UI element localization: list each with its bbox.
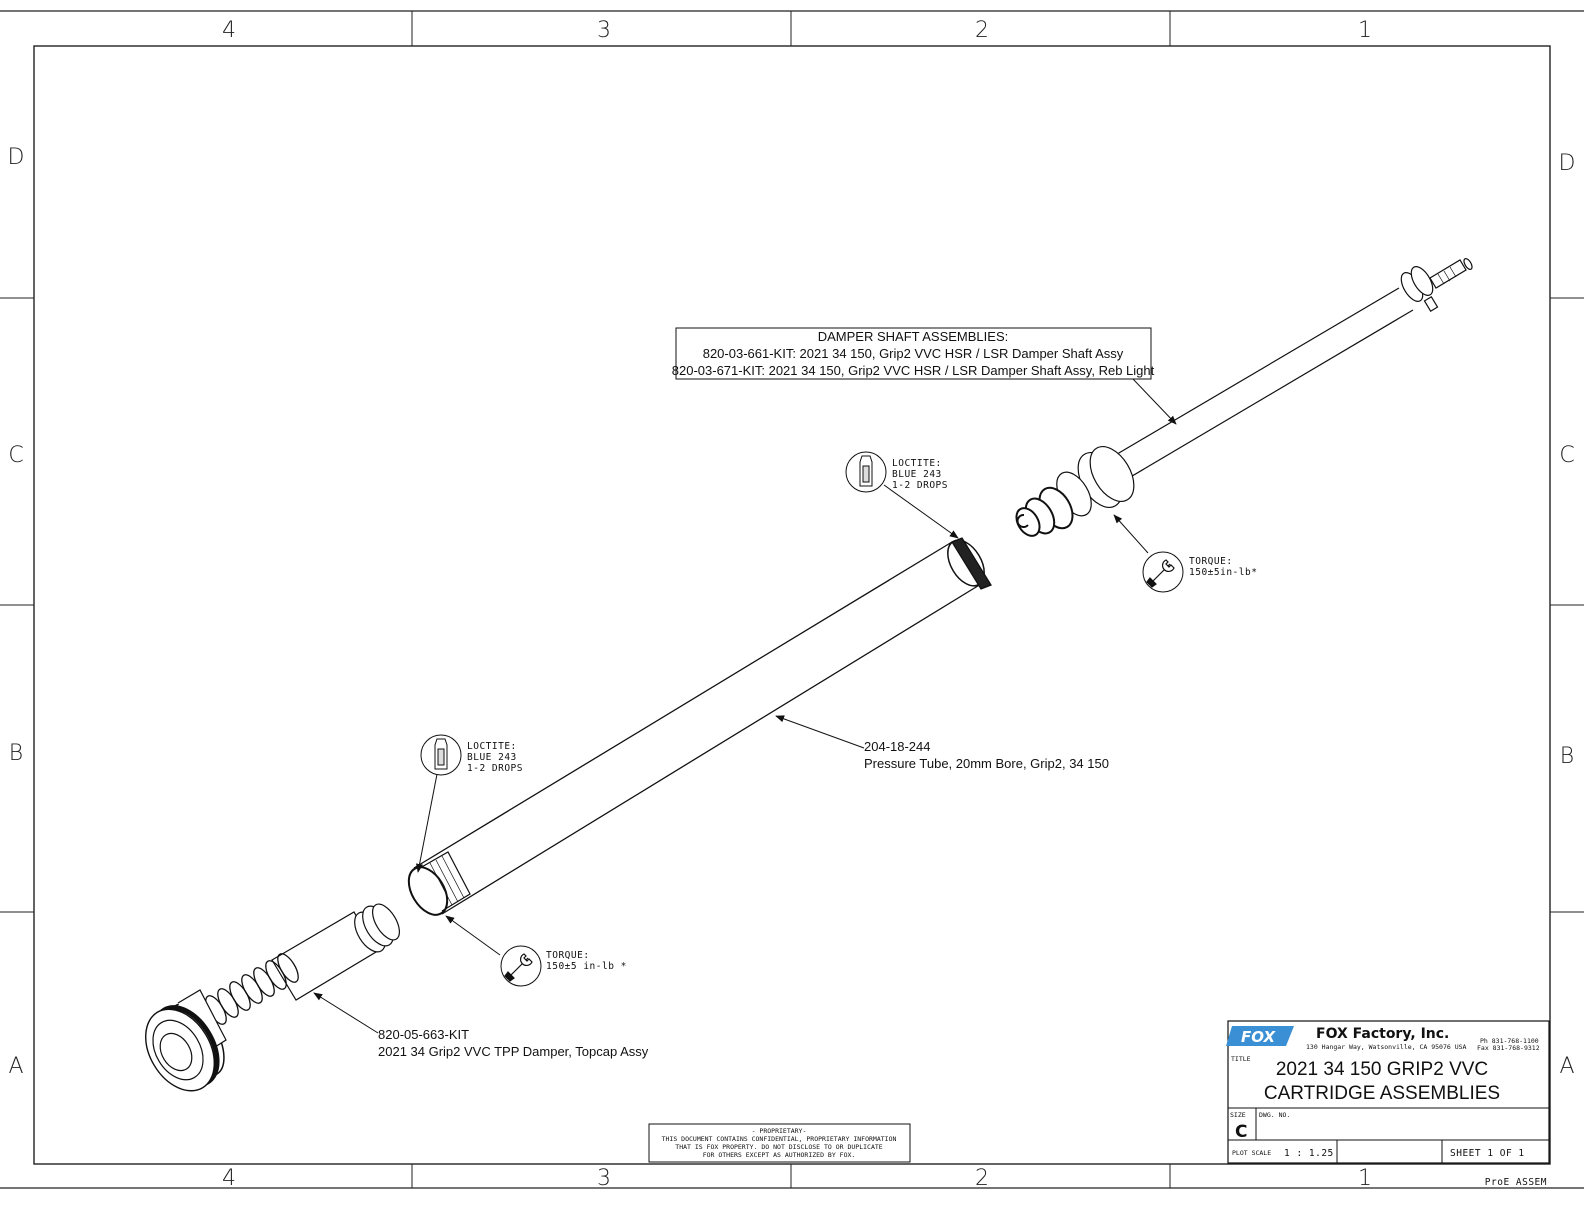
torque-callout-right: TORQUE: 150±5in-lb* xyxy=(1142,551,1257,593)
callout-line: 820-03-661-KIT: 2021 34 150, Grip2 VVC H… xyxy=(703,346,1124,361)
loctite-tube-icon xyxy=(859,455,873,487)
torque-label: TORQUE: xyxy=(546,950,590,961)
loctite-amount: 1-2 DROPS xyxy=(467,763,523,774)
col-label-bottom: 4 xyxy=(222,1166,236,1191)
proprietary-text: THAT IS FOX PROPERTY. DO NOT DISCLOSE TO… xyxy=(675,1143,882,1151)
damper-topcap-drawing xyxy=(145,903,401,1092)
part-description: Pressure Tube, 20mm Bore, Grip2, 34 150 xyxy=(864,756,1109,771)
loctite-label: LOCTITE: xyxy=(467,741,517,752)
fox-logo: FOX xyxy=(1226,1026,1294,1046)
loctite-label: LOCTITE: xyxy=(892,458,942,469)
col-label-bottom: 2 xyxy=(975,1166,989,1191)
torque-callout-left: TORQUE: 150±5 in-lb * xyxy=(500,945,627,987)
dwg-number-label: DWG. NO. xyxy=(1259,1111,1290,1119)
loctite-spec: BLUE 243 xyxy=(892,469,942,480)
row-label-left: B xyxy=(9,741,23,766)
proprietary-text: THIS DOCUMENT CONTAINS CONFIDENTIAL, PRO… xyxy=(662,1135,897,1143)
damper-shaft-callout: DAMPER SHAFT ASSEMBLIES: 820-03-661-KIT:… xyxy=(672,327,1155,380)
part-description: 2021 34 Grip2 VVC TPP Damper, Topcap Ass… xyxy=(378,1044,649,1059)
drawing-title-line2: CARTRIDGE ASSEMBLIES xyxy=(1264,1083,1500,1104)
loctite-callout-top: LOCTITE: BLUE 243 1-2 DROPS xyxy=(845,451,948,493)
title-block: FOX FOX Factory, Inc. 130 Hangar Way, Wa… xyxy=(1226,1020,1550,1188)
company-fax: Fax 831-768-9312 xyxy=(1477,1044,1540,1052)
footer-label: ProE ASSEM xyxy=(1485,1177,1547,1188)
plot-scale-label: PLOT SCALE xyxy=(1232,1149,1271,1157)
col-label-top: 2 xyxy=(975,18,989,43)
proprietary-text: FOR OTHERS EXCEPT AS AUTHORIZED BY FOX. xyxy=(703,1151,856,1159)
proprietary-notice: - PROPRIETARY- THIS DOCUMENT CONTAINS CO… xyxy=(648,1123,911,1163)
row-label-left: D xyxy=(8,145,25,170)
row-label-right: A xyxy=(1559,1054,1574,1079)
loctite-spec: BLUE 243 xyxy=(467,752,517,763)
part-number: 204-18-244 xyxy=(864,739,931,754)
leader-lines xyxy=(313,378,1177,1034)
col-label-top: 3 xyxy=(597,18,611,43)
company-phone: Ph 831-768-1100 xyxy=(1480,1037,1539,1045)
damper-shaft-drawing xyxy=(1015,258,1473,537)
damper-topcap-callout: 820-05-663-KIT 2021 34 Grip2 VVC TPP Dam… xyxy=(378,1027,649,1059)
row-label-left: A xyxy=(8,1054,23,1079)
sheet-number: SHEET 1 OF 1 xyxy=(1450,1148,1525,1159)
torque-label: TORQUE: xyxy=(1189,556,1233,567)
pressure-tube-callout: 204-18-244 Pressure Tube, 20mm Bore, Gri… xyxy=(864,739,1109,771)
title-label: TITLE xyxy=(1231,1055,1251,1063)
drawing-title-line1: 2021 34 150 GRIP2 VVC xyxy=(1276,1059,1488,1080)
col-label-top: 4 xyxy=(222,18,236,43)
loctite-callout-left: LOCTITE: BLUE 243 1-2 DROPS xyxy=(420,734,523,776)
loctite-amount: 1-2 DROPS xyxy=(892,480,948,491)
torque-value: 150±5 in-lb * xyxy=(546,961,627,972)
size-value: C xyxy=(1235,1122,1247,1142)
callout-title: DAMPER SHAFT ASSEMBLIES: xyxy=(818,329,1008,344)
col-label-bottom: 3 xyxy=(597,1166,611,1191)
row-label-right: B xyxy=(1560,744,1574,769)
sheet-border xyxy=(0,10,1584,1189)
wrench-icon xyxy=(1146,559,1175,588)
size-label: SIZE xyxy=(1230,1111,1246,1119)
part-number: 820-05-663-KIT xyxy=(378,1027,469,1042)
logo-text: FOX xyxy=(1241,1028,1276,1046)
zone-labels: 4 3 2 1 4 3 2 1 D C B A D C B A xyxy=(8,18,1576,1191)
plot-scale-value: 1 : 1.25 xyxy=(1284,1148,1334,1159)
callout-line: 820-03-671-KIT: 2021 34 150, Grip2 VVC H… xyxy=(672,363,1155,378)
row-label-left: C xyxy=(8,443,23,468)
col-label-bottom: 1 xyxy=(1358,1166,1372,1191)
pressure-tube-drawing xyxy=(407,537,992,916)
row-label-right: D xyxy=(1559,151,1576,176)
row-label-right: C xyxy=(1559,443,1574,468)
col-label-top: 1 xyxy=(1358,18,1372,43)
loctite-tube-icon xyxy=(434,738,448,770)
wrench-icon xyxy=(504,953,533,982)
company-address: 130 Hangar Way, Watsonville, CA 95076 US… xyxy=(1306,1043,1467,1051)
company-name: FOX Factory, Inc. xyxy=(1316,1026,1449,1042)
proprietary-heading: - PROPRIETARY- xyxy=(752,1127,807,1135)
torque-value: 150±5in-lb* xyxy=(1189,567,1257,578)
